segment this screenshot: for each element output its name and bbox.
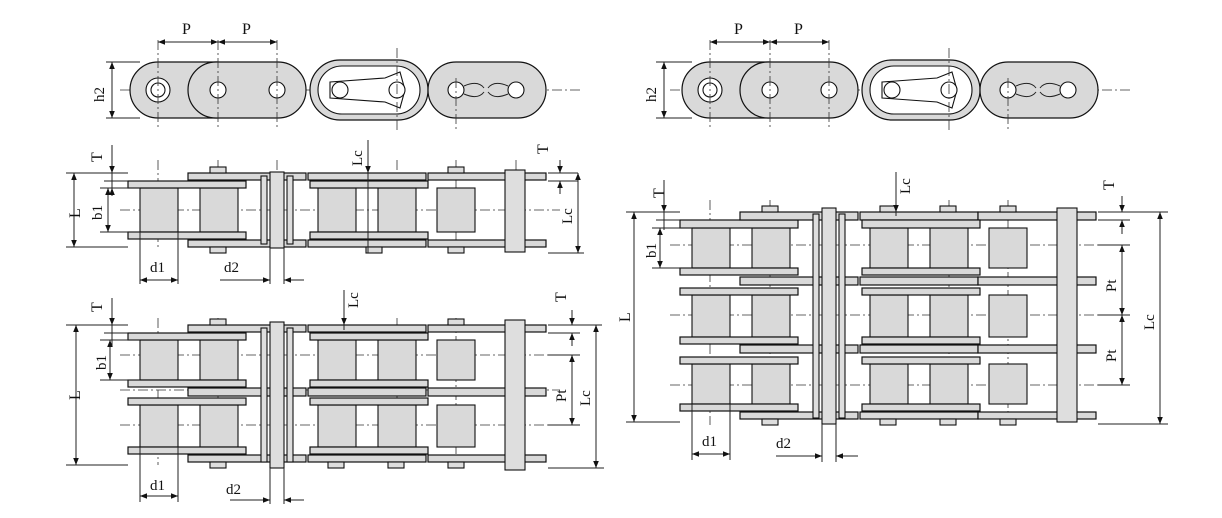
overall-length-label: L [67,390,84,400]
connecting-length-label: Lc [1142,314,1158,330]
pitch-label: P [182,21,191,38]
left-plan-view [106,39,580,130]
right-plan-view [656,39,1130,130]
pitch-label: P [242,21,251,38]
pitch-label: P [734,21,743,38]
pin-diameter-label: d2 [224,260,239,276]
pitch-label: P [794,21,803,38]
thickness-label: T [89,152,106,162]
thickness-label: T [89,302,106,312]
pin-diameter-label: d2 [226,482,241,498]
simplex-chain-view [66,140,584,284]
inner-width-label: b1 [94,355,110,370]
thickness-label: T [535,144,552,154]
triplex-chain-view [626,172,1168,462]
connecting-length-label: Lc [350,150,366,166]
thickness-label: T [1101,180,1118,190]
roller-diameter-label: d1 [150,478,165,494]
plate-height-label: h2 [644,87,660,102]
thickness-label: T [651,188,668,198]
inner-width-label: b1 [644,243,660,258]
connecting-length-label: Lc [898,178,914,194]
connecting-length-label: Lc [346,292,362,308]
roller-diameter-label: d1 [702,434,717,450]
transverse-pitch-label: Pt [1104,279,1120,292]
connecting-length-label: Lc [560,208,576,224]
overall-length-label: L [67,208,84,218]
connecting-length-label: Lc [578,390,594,406]
transverse-pitch-label: Pt [554,389,570,402]
overall-length-label: L [617,312,634,322]
roller-diameter-label: d1 [150,260,165,276]
inner-width-label: b1 [90,205,106,220]
thickness-label: T [553,292,570,302]
pin-diameter-label: d2 [776,436,791,452]
duplex-chain-view [66,290,604,504]
transverse-pitch-label: Pt [1104,349,1120,362]
plate-height-label: h2 [92,87,108,102]
